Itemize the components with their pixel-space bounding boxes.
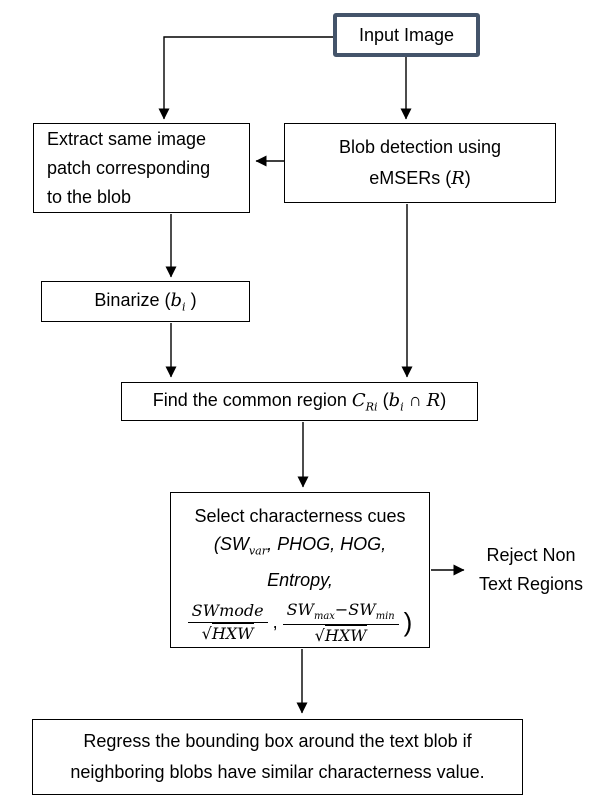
common-region-label: Find the common region CRi (bi ∩ R)	[152, 389, 447, 414]
node-select-cues: Select characterness cues (SWvar, PHOG, …	[170, 492, 430, 648]
intersection-symbol: ∩	[403, 389, 427, 410]
radical-sign: √	[314, 625, 325, 645]
select-cues-title: Select characterness cues	[194, 506, 406, 526]
arrow-input-to-extract	[158, 36, 333, 120]
radical-sign: √	[201, 623, 212, 643]
select-cues-line2: (SWvar, PHOG, HOG,	[213, 534, 387, 558]
blob-detection-label: Blob detection using eMSERs (R)	[338, 137, 502, 189]
select-cues-line3: Entropy,	[267, 569, 333, 590]
node-input-image: Input Image	[333, 13, 480, 57]
binarize-label: Binarize (bi )	[94, 289, 197, 314]
node-regress-bbox: Regress the bounding box around the text…	[32, 719, 523, 795]
select-cues-formulas: SWmode √HXW , SWmax−SWmin √HXW )	[187, 600, 413, 646]
regress-bbox-label: Regress the bounding box around the text…	[70, 731, 485, 782]
node-blob-detection: Blob detection using eMSERs (R)	[284, 123, 556, 203]
node-common-region: Find the common region CRi (bi ∩ R)	[121, 382, 478, 421]
fraction-sw-range: SWmax−SWmin √HXW	[282, 600, 399, 646]
fraction-swmode: SWmode √HXW	[187, 601, 268, 643]
node-binarize: Binarize (bi )	[41, 281, 250, 322]
node-extract-patch: Extract same image patch corresponding t…	[33, 123, 250, 213]
input-image-label: Input Image	[358, 24, 455, 45]
extract-patch-label: Extract same image patch corresponding t…	[47, 128, 211, 207]
closing-paren: )	[403, 606, 413, 637]
reject-non-text-label: Reject Non Text Regions	[478, 545, 584, 594]
